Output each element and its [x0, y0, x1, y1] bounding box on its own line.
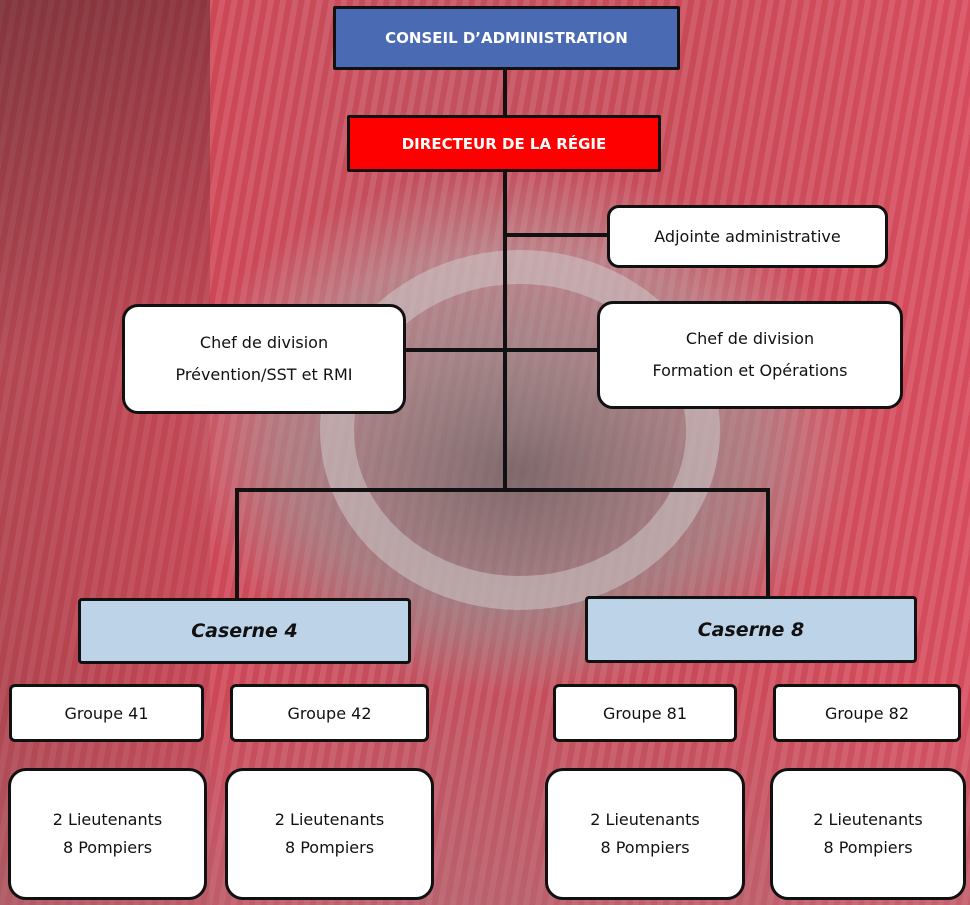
groupe-81-box: Groupe 81 — [553, 684, 737, 742]
caserne-8-label: Caserne 8 — [697, 618, 805, 641]
groupe-81-lieutenants: 2 Lieutenants — [590, 810, 700, 829]
groupe-82-label: Groupe 82 — [825, 703, 909, 723]
groupe-82-pompiers: 8 Pompiers — [823, 838, 913, 857]
conseil-administration-box: CONSEIL D’ADMINISTRATION — [333, 6, 680, 70]
groupe-82-box: Groupe 82 — [773, 684, 961, 742]
groupe-42-team-box: 2 Lieutenants 8 Pompiers — [225, 768, 434, 900]
groupe-41-lieutenants: 2 Lieutenants — [52, 810, 163, 829]
directeur-label: DIRECTEUR DE LA RÉGIE — [401, 134, 607, 153]
adjointe-label: Adjointe administrative — [654, 227, 841, 246]
groupe-81-pompiers: 8 Pompiers — [600, 838, 690, 857]
groupe-41-label: Groupe 41 — [64, 703, 149, 723]
groupe-82-team-box: 2 Lieutenants 8 Pompiers — [770, 768, 966, 900]
directeur-regie-box: DIRECTEUR DE LA RÉGIE — [347, 115, 661, 172]
chef-prevention-unit: Prévention/SST et RMI — [175, 365, 353, 384]
groupe-41-team-box: 2 Lieutenants 8 Pompiers — [8, 768, 207, 900]
groupe-42-lieutenants: 2 Lieutenants — [274, 810, 385, 829]
conseil-label: CONSEIL D’ADMINISTRATION — [385, 29, 628, 47]
chef-formation-unit: Formation et Opérations — [652, 361, 848, 380]
caserne-4-label: Caserne 4 — [191, 620, 298, 642]
background-hose — [0, 0, 210, 905]
groupe-41-box: Groupe 41 — [9, 684, 204, 742]
groupe-42-box: Groupe 42 — [230, 684, 429, 742]
groupe-81-label: Groupe 81 — [603, 703, 687, 723]
chef-division-prevention-box: Chef de division Prévention/SST et RMI — [122, 304, 406, 414]
caserne-4-box: Caserne 4 — [78, 598, 411, 664]
groupe-81-team-box: 2 Lieutenants 8 Pompiers — [545, 768, 745, 900]
chef-division-formation-box: Chef de division Formation et Opérations — [597, 301, 903, 409]
groupe-41-pompiers: 8 Pompiers — [62, 838, 153, 857]
chef-formation-title: Chef de division — [685, 329, 815, 348]
groupe-42-pompiers: 8 Pompiers — [284, 838, 375, 857]
groupe-42-label: Groupe 42 — [287, 703, 372, 723]
groupe-82-lieutenants: 2 Lieutenants — [813, 810, 923, 829]
chef-prevention-title: Chef de division — [199, 333, 329, 352]
adjointe-administrative-box: Adjointe administrative — [607, 205, 888, 268]
caserne-8-box: Caserne 8 — [585, 596, 917, 663]
